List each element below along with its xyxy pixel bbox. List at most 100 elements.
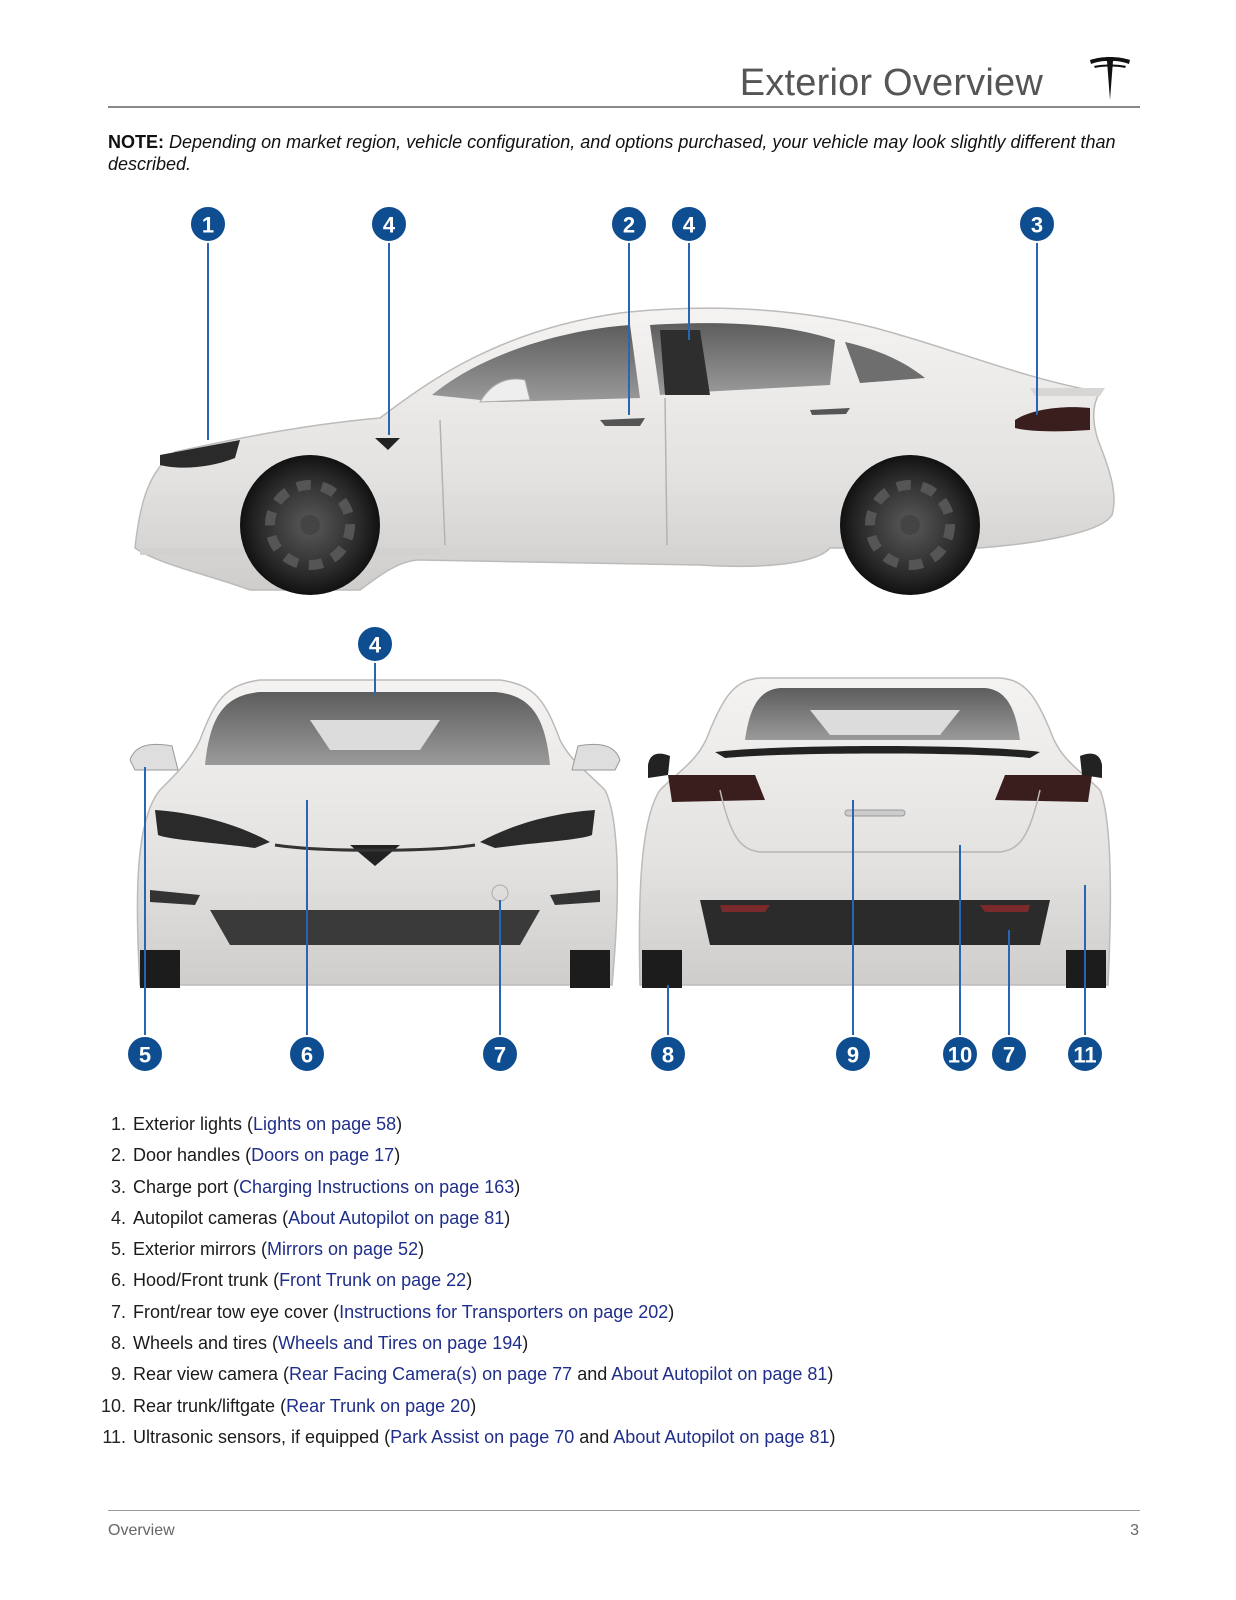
side-view-car	[134, 307, 1115, 595]
svg-text:9: 9	[847, 1043, 859, 1068]
legend-item: 4. Autopilot cameras (About Autopilot on …	[100, 1203, 835, 1234]
rear-callout-7: 7	[990, 1035, 1028, 1073]
legend-item: 9. Rear view camera (Rear Facing Camera(s…	[100, 1359, 835, 1390]
rear-callout-11: 11	[1066, 1035, 1104, 1073]
page-number: 3	[1130, 1522, 1139, 1539]
legend-link[interactable]: Park Assist on page 70	[390, 1426, 575, 1447]
legend-number: 8.	[110, 1333, 126, 1354]
legend-number: 11.	[102, 1426, 126, 1447]
front-callout-5: 5	[126, 1035, 164, 1073]
legend-close: )	[668, 1301, 675, 1322]
legend-item: 5. Exterior mirrors (Mirrors on page 52)	[100, 1234, 835, 1265]
svg-text:7: 7	[494, 1043, 506, 1068]
legend-number: 4.	[110, 1207, 126, 1228]
svg-text:8: 8	[662, 1043, 674, 1068]
svg-text:6: 6	[301, 1043, 313, 1068]
legend-join: and	[574, 1426, 614, 1447]
legend-item: 1. Exterior lights (Lights on page 58)	[100, 1109, 835, 1140]
legend-link[interactable]: About Autopilot on page 81	[613, 1426, 830, 1447]
svg-text:11: 11	[1073, 1043, 1096, 1068]
legend-number: 9.	[110, 1364, 126, 1385]
legend-link[interactable]: Doors on page 17	[251, 1145, 395, 1166]
legend-close: )	[418, 1239, 425, 1260]
legend-item: 3. Charge port (Charging Instructions on …	[100, 1172, 835, 1203]
legend-close: )	[829, 1426, 836, 1447]
legend-text: Door handles (	[133, 1145, 252, 1166]
legend-link[interactable]: About Autopilot on page 81	[288, 1207, 505, 1228]
svg-text:10: 10	[948, 1043, 972, 1068]
legend-text: Exterior lights (	[133, 1114, 254, 1134]
legend-close: )	[827, 1364, 834, 1385]
side-callout-2: 2	[610, 205, 648, 243]
legend-close: )	[394, 1145, 401, 1166]
legend-text: Charge port (	[133, 1176, 240, 1197]
footer-rule	[108, 1510, 1140, 1511]
note-text: Depending on market region, vehicle conf…	[108, 132, 1116, 174]
rear-callout-10: 10	[941, 1035, 979, 1073]
svg-text:4: 4	[369, 633, 382, 658]
legend-join: and	[572, 1364, 612, 1385]
legend-close: )	[470, 1395, 477, 1416]
legend-item: 7. Front/rear tow eye cover (Instructions…	[100, 1297, 835, 1328]
svg-text:5: 5	[139, 1043, 151, 1068]
legend-text: Autopilot cameras (	[133, 1207, 289, 1228]
legend-number: 1.	[110, 1114, 126, 1134]
legend-list: 1. Exterior lights (Lights on page 58) 2. D…	[100, 1109, 836, 1453]
legend-number: 10.	[100, 1395, 126, 1416]
legend-item: 6. Hood/Front trunk (Front Trunk on page …	[100, 1265, 835, 1296]
legend-link[interactable]: Charging Instructions on page 163	[239, 1176, 515, 1197]
legend-link[interactable]: About Autopilot on page 81	[611, 1364, 828, 1385]
rear-view-car	[638, 677, 1112, 988]
legend-text: Front/rear tow eye cover (	[133, 1301, 340, 1322]
legend-text: Wheels and tires (	[133, 1333, 279, 1354]
legend-close: )	[504, 1207, 511, 1228]
note-label: NOTE:	[108, 132, 164, 152]
legend-close: )	[522, 1333, 529, 1354]
legend-close: )	[396, 1114, 403, 1134]
legend-item: 2. Door handles (Doors on page 17)	[100, 1140, 835, 1171]
legend-item: 10. Rear trunk/liftgate (Rear Trunk on pa…	[100, 1391, 835, 1422]
side-callout-1: 1	[189, 205, 227, 243]
svg-text:1: 1	[202, 213, 214, 238]
front-callout-6: 6	[288, 1035, 326, 1073]
legend-close: )	[514, 1176, 521, 1197]
rear-callout-9: 9	[834, 1035, 872, 1073]
legend-number: 6.	[110, 1270, 126, 1291]
rear-callout-8: 8	[649, 1035, 687, 1073]
legend-text: Exterior mirrors (	[133, 1239, 267, 1260]
front-callout-4: 4	[356, 625, 394, 663]
legend-link[interactable]: Lights on page 58	[253, 1114, 397, 1134]
svg-text:4: 4	[683, 213, 696, 238]
front-callout-7: 7	[481, 1035, 519, 1073]
legend-item: 8. Wheels and tires (Wheels and Tires on …	[100, 1328, 835, 1359]
legend-link[interactable]: Front Trunk on page 22	[279, 1270, 467, 1291]
side-callout-4a: 4	[370, 205, 408, 243]
legend-text: Rear trunk/liftgate (	[133, 1395, 287, 1416]
front-view-car	[129, 679, 621, 988]
svg-text:2: 2	[623, 213, 635, 238]
legend-number: 5.	[110, 1239, 126, 1260]
legend-text: Ultrasonic sensors, if equipped (	[133, 1426, 391, 1447]
page-title: Exterior Overview	[739, 62, 1043, 104]
legend-text: Hood/Front trunk (	[133, 1270, 280, 1291]
legend-link[interactable]: Mirrors on page 52	[267, 1239, 419, 1260]
legend-link[interactable]: Instructions for Transporters on page 20…	[339, 1301, 669, 1322]
legend-number: 7.	[110, 1301, 126, 1322]
svg-text:7: 7	[1003, 1043, 1015, 1068]
legend-close: )	[466, 1270, 473, 1291]
side-callout-3: 3	[1018, 205, 1056, 243]
legend-text: Rear view camera (	[133, 1364, 290, 1385]
svg-text:4: 4	[383, 213, 396, 238]
legend-number: 3.	[110, 1176, 126, 1197]
legend-link[interactable]: Rear Facing Camera(s) on page 77	[289, 1364, 573, 1385]
header-rule	[108, 106, 1140, 108]
legend-link[interactable]: Wheels and Tires on page 194	[278, 1333, 523, 1354]
legend-item: 11. Ultrasonic sensors, if equipped (Park…	[100, 1422, 835, 1453]
svg-text:3: 3	[1031, 213, 1043, 238]
side-callout-4b: 4	[670, 205, 708, 243]
legend-number: 2.	[110, 1145, 126, 1166]
footer-section: Overview	[108, 1522, 175, 1539]
legend-link[interactable]: Rear Trunk on page 20	[286, 1395, 471, 1416]
note-paragraph: NOTE: Depending on market region, vehicl…	[108, 131, 1118, 175]
